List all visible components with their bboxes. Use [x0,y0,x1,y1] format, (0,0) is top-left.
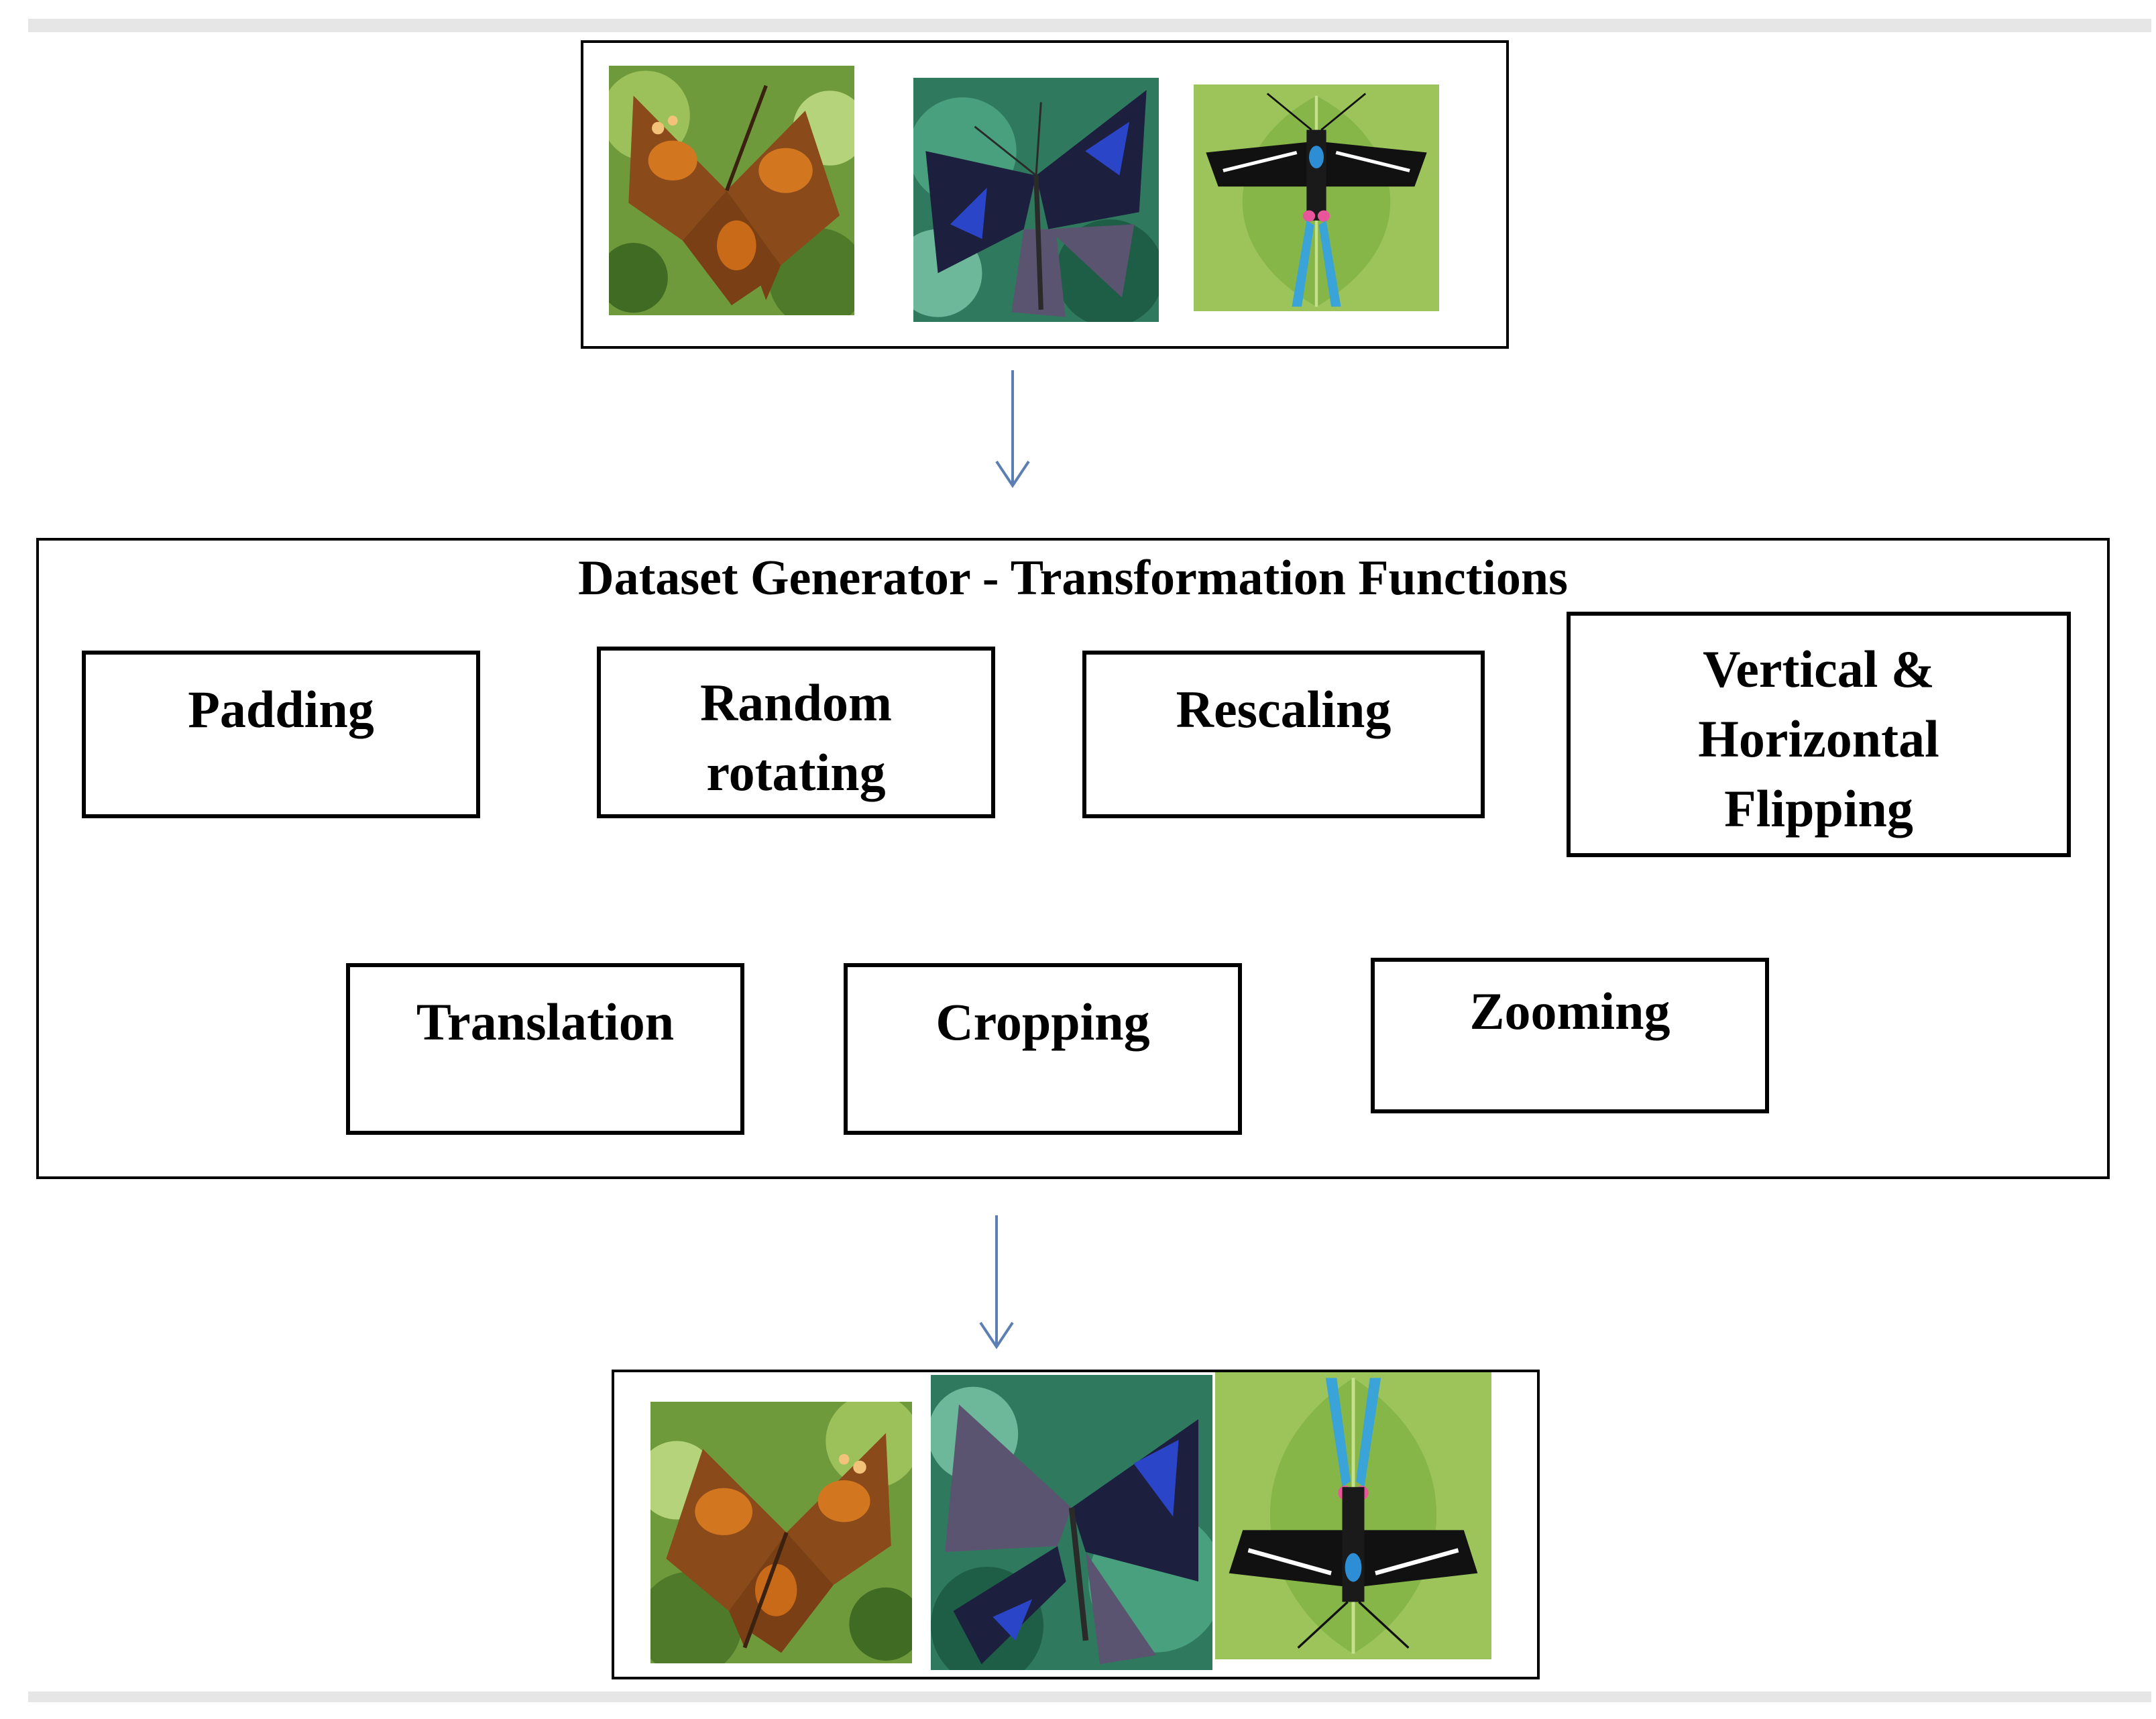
function-label: Cropping [935,993,1150,1051]
function-zooming: Zooming [1371,958,1769,1113]
function-label: Padding [188,680,374,738]
function-cropping: Cropping [844,963,1242,1135]
input-image-striped-moth [1194,85,1439,311]
generator-title: Dataset Generator - Transformation Funct… [578,551,1568,606]
input-images-frame [581,40,1509,349]
function-label: Vertical & Horizontal Flipping [1698,640,1939,838]
down-arrow-to-generator [995,370,1030,488]
output-images-frame [612,1370,1540,1679]
top-divider [28,19,2151,32]
output-image-striped-moth [1215,1372,1491,1659]
function-translation: Translation [346,963,744,1135]
dataset-generator-panel: Dataset Generator - Transformation Funct… [36,538,2110,1179]
function-label: Random rotating [699,673,893,801]
function-random-rotating: Random rotating [597,647,995,818]
output-image-blue-butterfly [931,1375,1212,1670]
function-rescaling: Rescaling [1082,651,1485,818]
bottom-divider [28,1692,2151,1702]
output-image-orange-butterfly [650,1402,912,1663]
function-label: Rescaling [1176,680,1392,738]
function-label: Zooming [1469,982,1670,1040]
function-padding: Padding [82,651,480,818]
input-image-blue-butterfly [913,78,1159,322]
function-label: Translation [416,993,675,1051]
function-flipping: Vertical & Horizontal Flipping [1567,612,2071,857]
input-image-orange-butterfly [609,66,854,315]
down-arrow-to-output [979,1215,1014,1349]
